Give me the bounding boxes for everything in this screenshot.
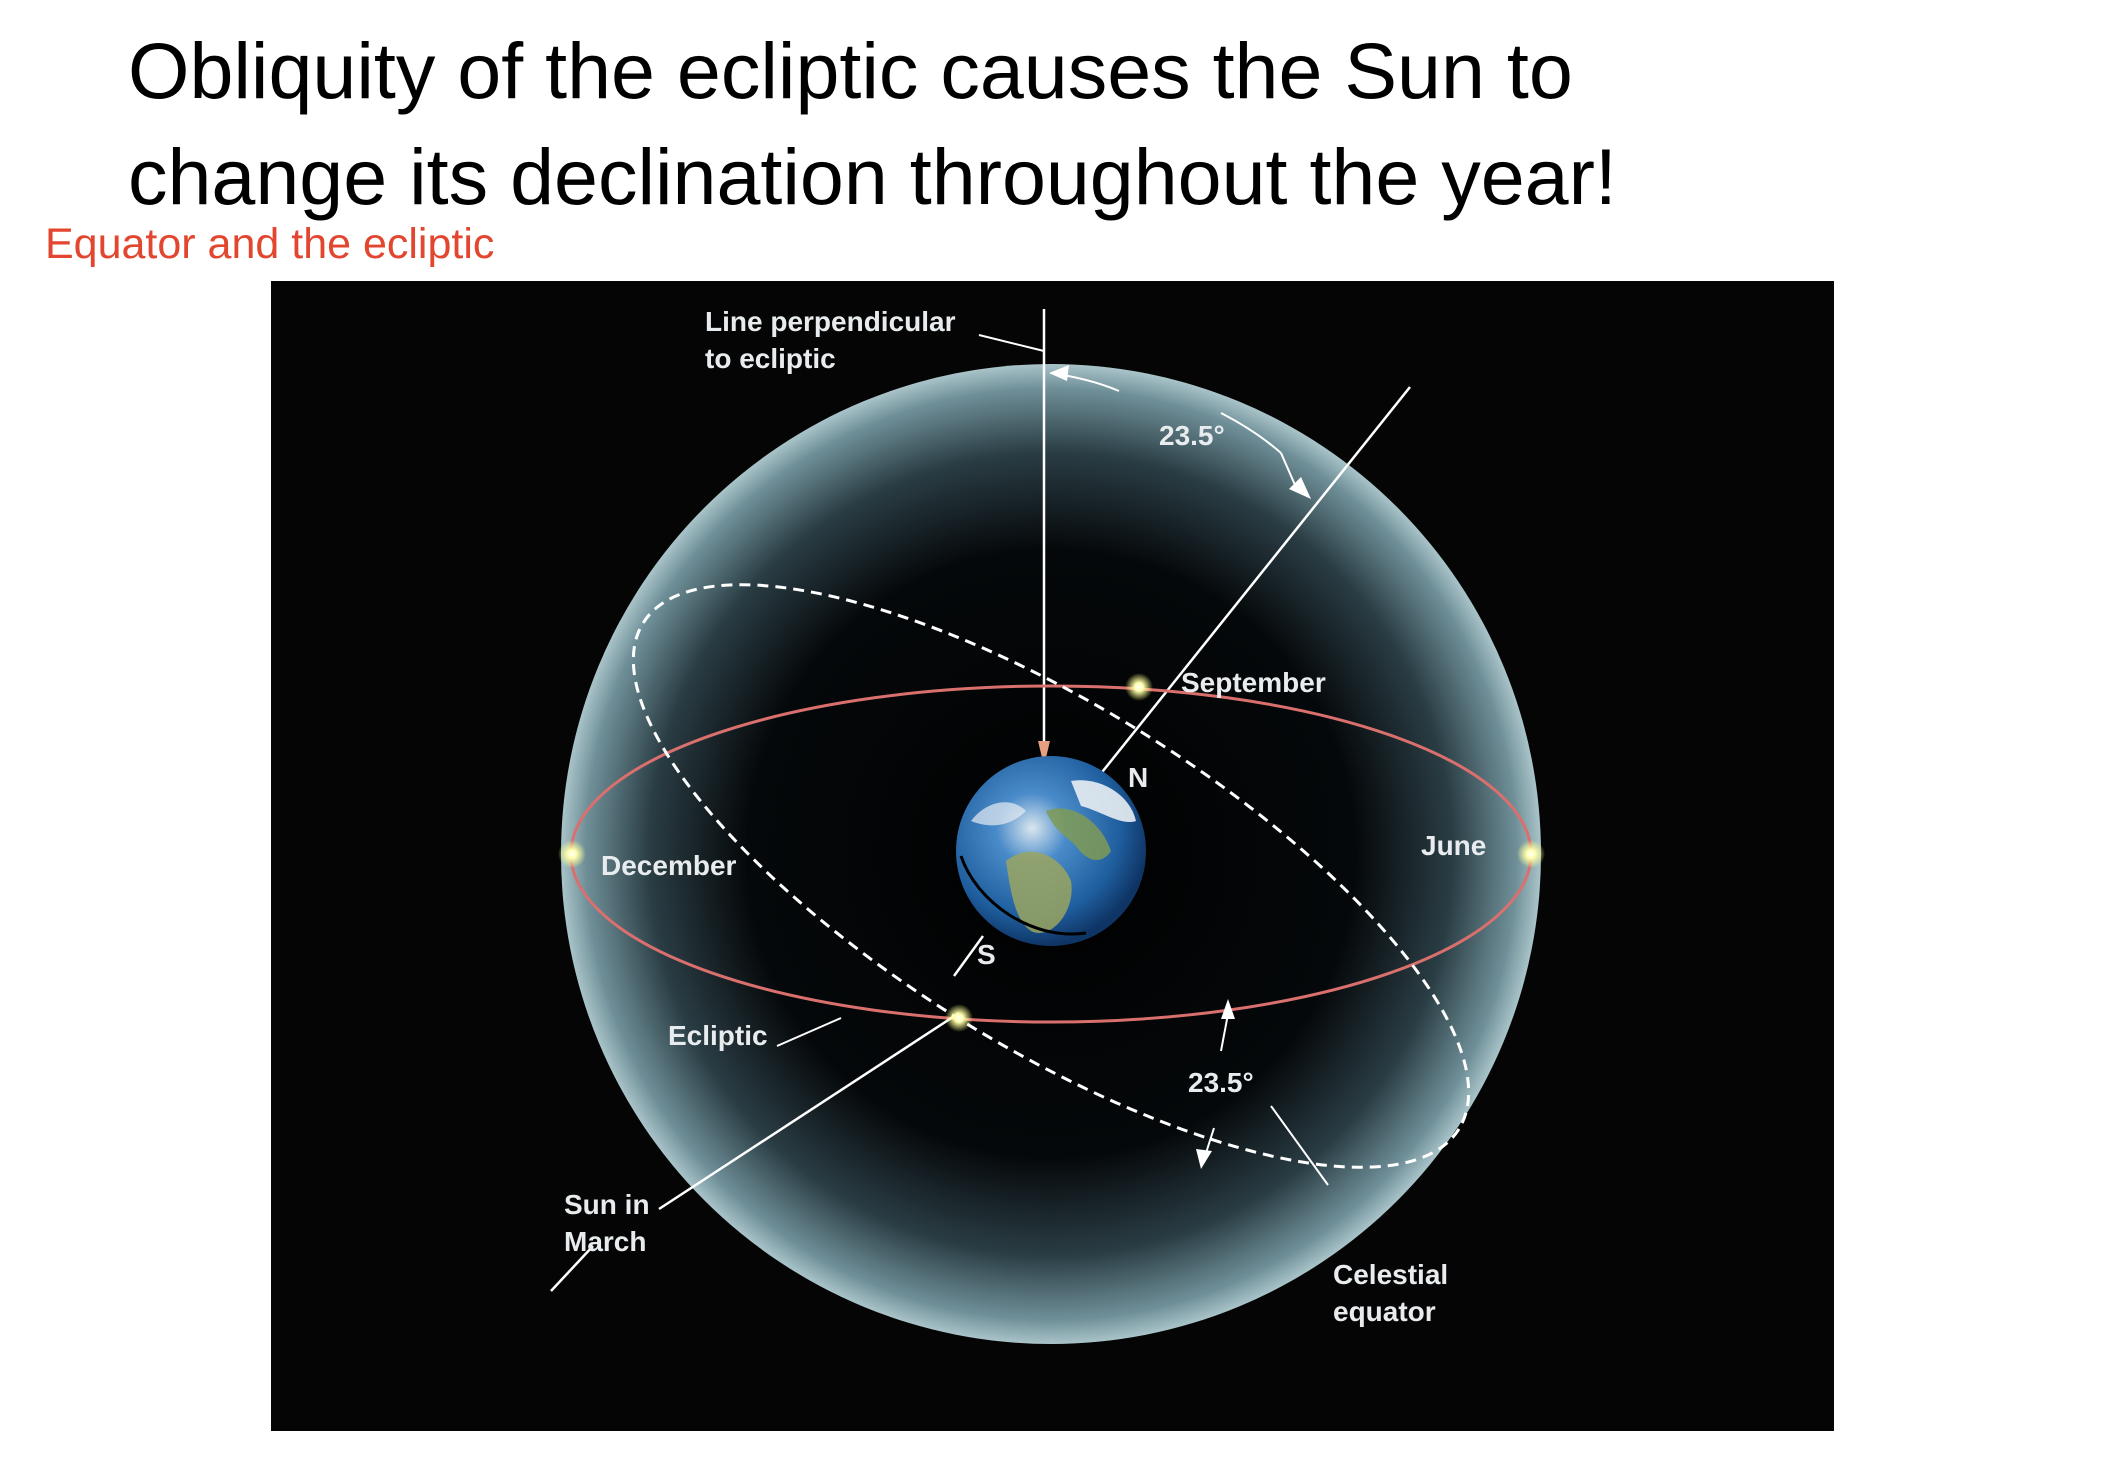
celestial-equator-leader [1270,1105,1329,1186]
slide-title-line-1: Obliquity of the ecliptic causes the Sun… [128,26,1573,115]
top-angle-label: 23.5° [1159,420,1225,451]
celestial-equator-label-line-2: equator [1333,1296,1436,1327]
earth-axis-south [952,935,985,977]
bottom-angle-line-down [1205,1127,1215,1154]
sun-in-march-line [658,1011,960,1211]
earth-axis-north [1070,386,1411,812]
top-angle-arc-2 [1220,412,1282,454]
ecliptic-leader [776,1017,842,1047]
june-label: June [1421,830,1486,861]
sun-in-march-label-line-1: Sun in [564,1189,650,1220]
north-label: N [1128,762,1148,793]
bottom-angle-line-up [1220,1013,1229,1052]
perpendicular-label-line-1: Line perpendicular [705,306,956,337]
bottom-angle-arrow-up [1221,999,1235,1019]
sun-september [1125,673,1153,701]
perpendicular-leader [978,334,1045,352]
perpendicular-label-line-2: to ecliptic [705,343,836,374]
south-label: S [977,939,996,970]
slide-title: Obliquity of the ecliptic causes the Sun… [128,18,2028,230]
top-angle-arrow-right [1289,477,1311,499]
perpendicular-arrowhead [1038,741,1050,766]
celestial-sphere-diagram: Line perpendicular to ecliptic 23.5° Sep… [271,281,1834,1431]
diagram-canvas: Line perpendicular to ecliptic 23.5° Sep… [550,306,1545,1344]
top-angle-arc-3 [1280,452,1296,486]
sun-in-march-line-outer [550,1245,594,1292]
sun-march [945,1004,973,1032]
sun-december [558,840,586,868]
slide-title-line-2: change its declination throughout the ye… [128,132,1617,221]
sun-in-march-label-line-2: March [564,1226,646,1257]
celestial-equator-label-line-1: Celestial [1333,1259,1448,1290]
ecliptic-label: Ecliptic [668,1020,768,1051]
slide-subtitle: Equator and the ecliptic [45,220,495,268]
earth [956,756,1146,946]
september-label: September [1181,667,1326,698]
sun-june [1517,840,1545,868]
top-angle-arrow-left [1049,365,1069,381]
bottom-angle-arrow-down [1196,1149,1212,1169]
december-label: December [601,850,737,881]
bottom-angle-label: 23.5° [1188,1067,1254,1098]
